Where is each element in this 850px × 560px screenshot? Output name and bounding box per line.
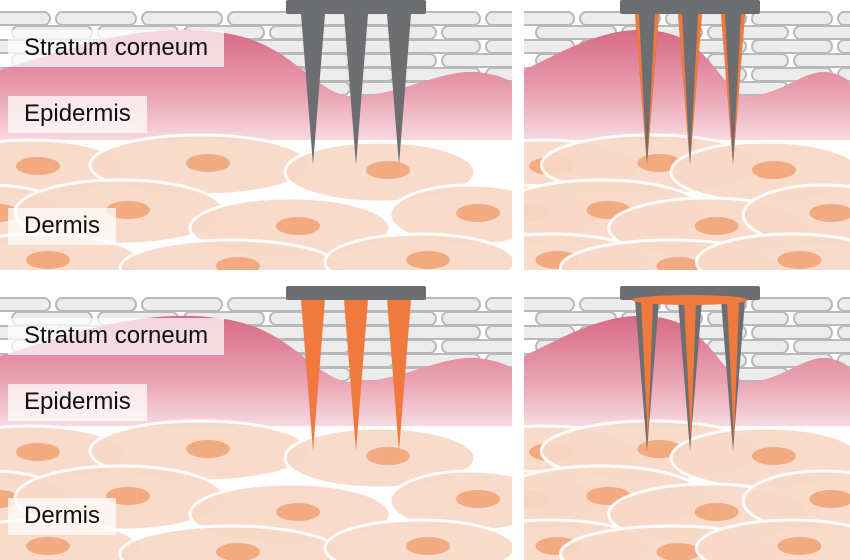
microneedle: [387, 14, 411, 165]
drug-coating: [647, 14, 659, 165]
cell-nucleus: [777, 537, 822, 555]
cell-nucleus: [366, 161, 410, 179]
dermis-cells: [0, 133, 512, 270]
microneedle-array: [286, 0, 426, 165]
cell-nucleus: [456, 490, 500, 508]
cell-nucleus: [656, 543, 701, 560]
drug-coating: [635, 14, 647, 165]
cell-nucleus: [809, 490, 850, 508]
panel-coated-microneedles: [524, 0, 850, 270]
cell-nucleus: [406, 251, 450, 269]
panel-dissolving-microneedles: Stratum corneum Epidermis Dermis: [0, 286, 512, 560]
cell-nucleus: [406, 537, 450, 555]
cell-nucleus: [751, 447, 796, 465]
cell-nucleus: [106, 201, 150, 219]
label-epidermis: Epidermis: [8, 96, 147, 133]
drug-coating: [721, 14, 733, 165]
label-stratum-corneum: Stratum corneum: [8, 30, 225, 67]
skin-scene: [524, 0, 850, 270]
drug-channel: [641, 300, 653, 443]
drug-coating: [690, 14, 702, 165]
panel-solid-microneedles: Stratum corneum Epidermis Dermis: [0, 0, 512, 270]
drug-coating: [733, 14, 745, 165]
drug-coating: [678, 14, 690, 165]
dermis-cells: [0, 419, 512, 560]
drug-channel: [727, 300, 739, 443]
cell-nucleus: [809, 204, 850, 222]
dermis-cells: [524, 419, 850, 560]
microneedle: [344, 14, 368, 165]
cell-nucleus: [16, 157, 60, 175]
cell-nucleus: [777, 251, 822, 269]
label-dermis: Dermis: [8, 208, 116, 245]
microneedle: [301, 300, 325, 451]
cell-nucleus: [26, 251, 70, 269]
drug-reservoir: [632, 295, 748, 305]
label-dermis: Dermis: [8, 498, 116, 535]
cell-nucleus: [16, 443, 60, 461]
cell-nucleus: [694, 503, 739, 521]
cell-nucleus: [751, 161, 796, 179]
needle-base-plate: [620, 0, 760, 14]
drug-channel: [684, 300, 696, 443]
label-stratum-corneum: Stratum corneum: [8, 318, 225, 355]
microneedle-array: [620, 286, 760, 451]
cell-nucleus: [186, 440, 230, 458]
dermis-cells: [524, 133, 850, 270]
skin-scene: [524, 286, 850, 560]
microneedle-array: [620, 0, 760, 165]
microneedle: [301, 14, 325, 165]
cell-nucleus: [216, 257, 260, 270]
cell-nucleus: [106, 487, 150, 505]
cell-nucleus: [456, 204, 500, 222]
cell-nucleus: [276, 217, 320, 235]
microneedle: [344, 300, 368, 451]
cell-nucleus: [366, 447, 410, 465]
cell-nucleus: [276, 503, 320, 521]
microneedle-array: [286, 286, 426, 451]
needle-base-plate: [286, 0, 426, 14]
cell-nucleus: [26, 537, 70, 555]
needle-base-plate: [286, 286, 426, 300]
microneedle: [387, 300, 411, 451]
panel-hollow-microneedles: [524, 286, 850, 560]
cell-nucleus: [216, 543, 260, 560]
cell-nucleus: [656, 257, 701, 270]
label-epidermis: Epidermis: [8, 384, 147, 421]
cell-nucleus: [694, 217, 739, 235]
cell-nucleus: [186, 154, 230, 172]
